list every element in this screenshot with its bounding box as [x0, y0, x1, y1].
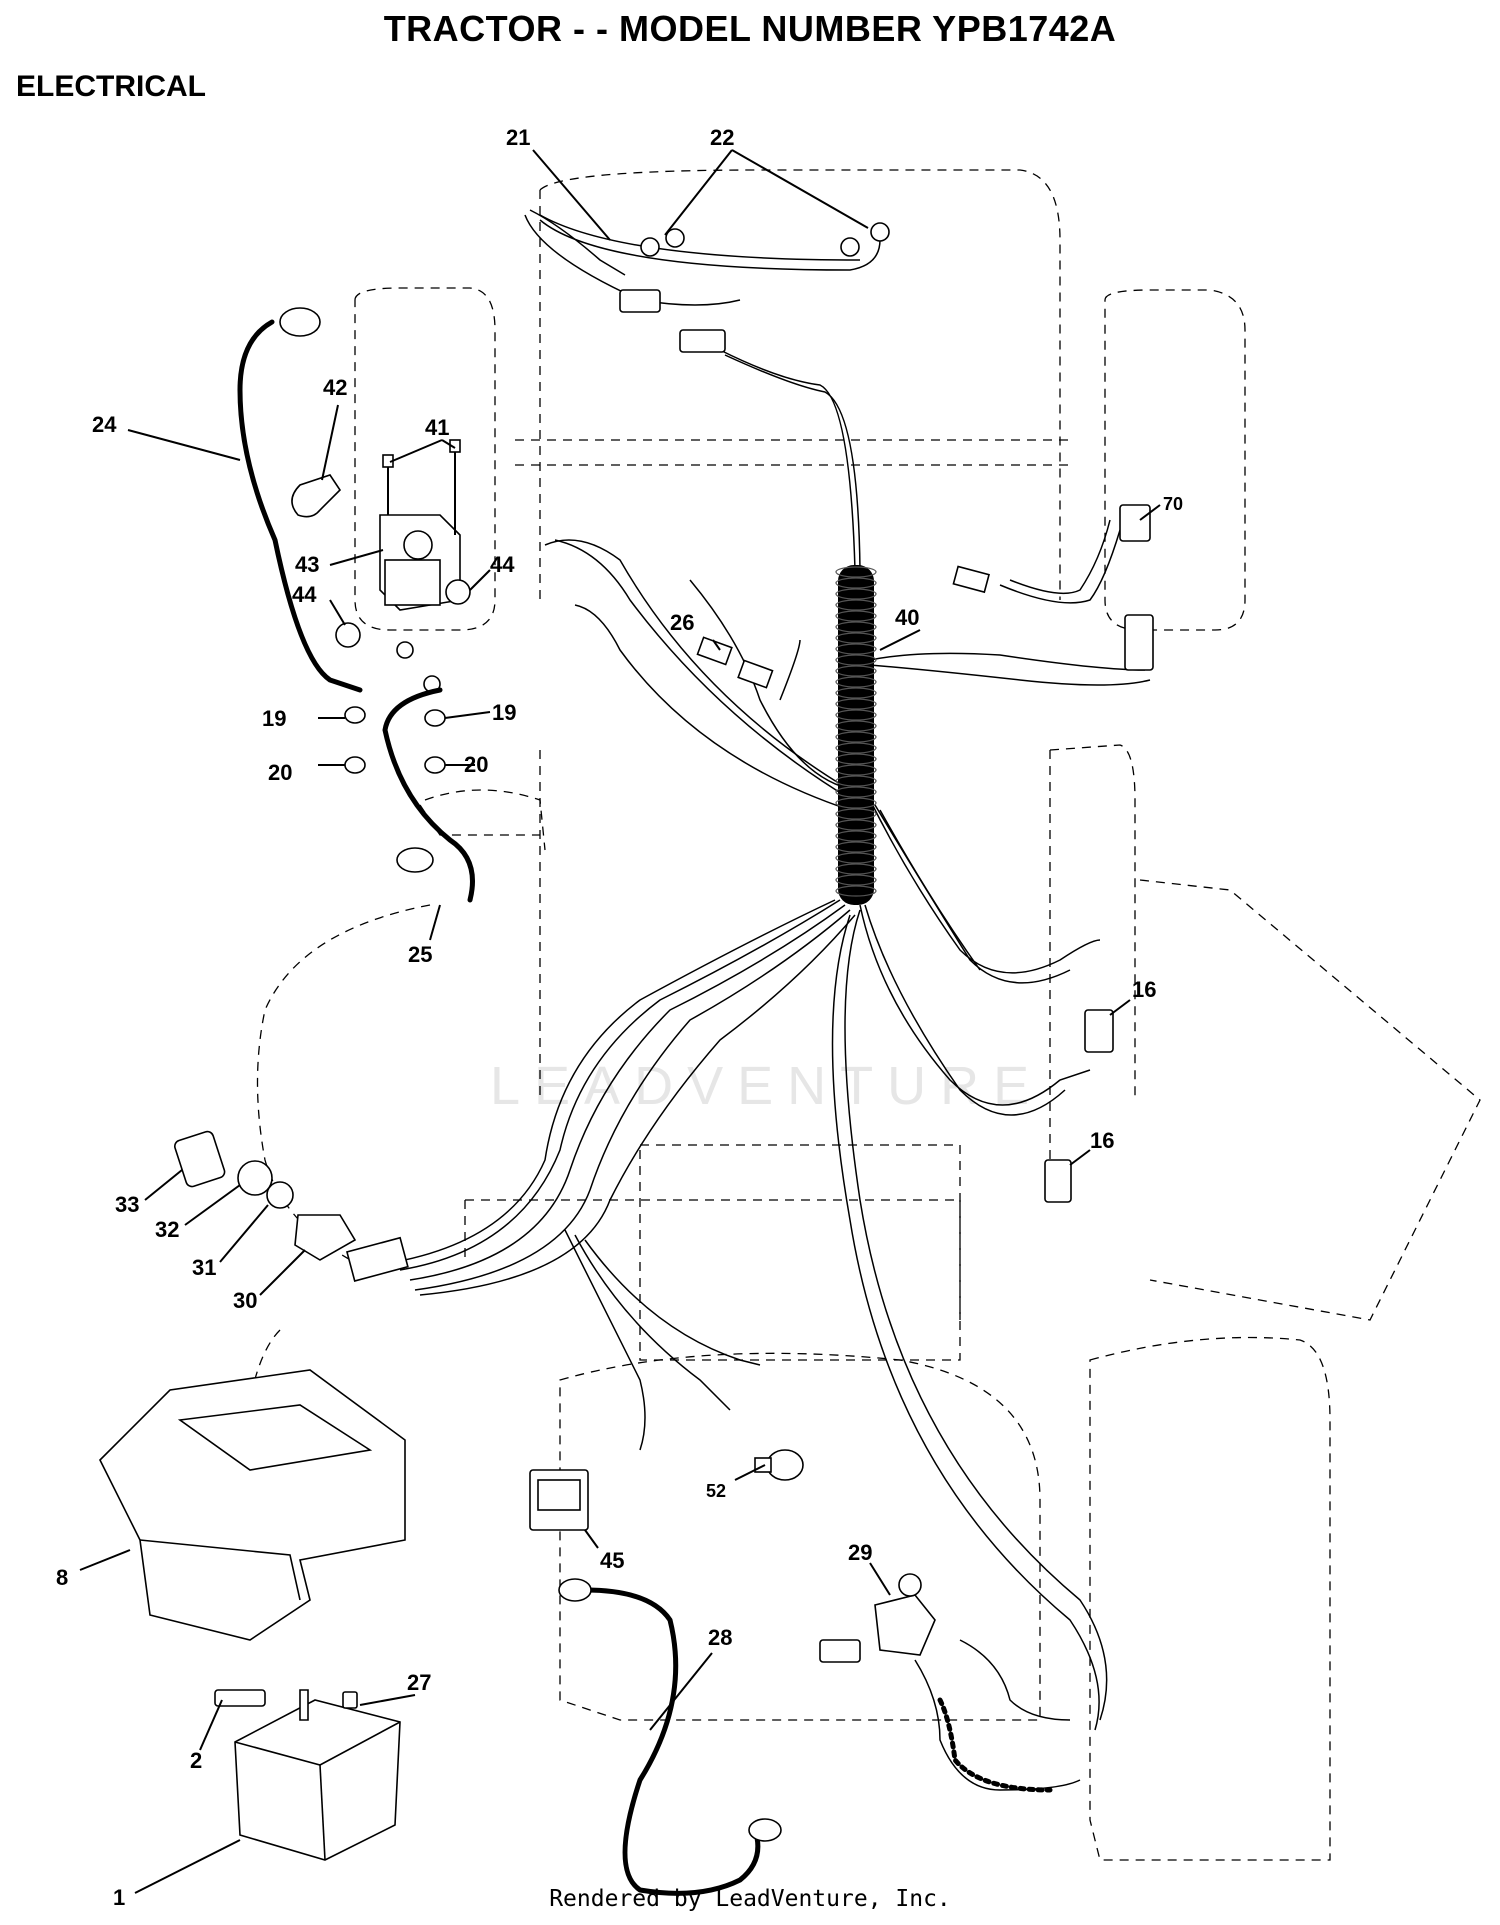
callout-45: 45: [600, 1548, 624, 1573]
battery: [214, 1689, 401, 1861]
callout-26: 26: [670, 610, 694, 635]
callout-20-right: 20: [464, 752, 488, 777]
callout-1: 1: [113, 1885, 125, 1910]
callout-27: 27: [407, 1670, 431, 1695]
spiral-ring: [835, 731, 877, 743]
callout-42: 42: [323, 375, 347, 400]
callout-20-left: 20: [268, 760, 292, 785]
callout-25: 25: [408, 942, 432, 967]
spiral-ring: [835, 775, 877, 787]
callout-21: 21: [506, 125, 530, 150]
spiral-ring: [835, 819, 877, 831]
headlight-harness: [619, 222, 890, 353]
seat-switch: [819, 1573, 1081, 1793]
spiral-ring: [835, 709, 877, 721]
harness-spiral-wrap: [835, 565, 877, 905]
spiral-ring: [835, 676, 877, 688]
callout-16-lower: 16: [1090, 1128, 1114, 1153]
ignition-switch: [174, 1130, 409, 1282]
lamp-bulb: [754, 1449, 804, 1481]
callout-41: 41: [425, 415, 449, 440]
spiral-ring: [835, 764, 877, 776]
starter-solenoid: [291, 439, 471, 774]
callout-19-left: 19: [262, 706, 286, 731]
callout-24: 24: [92, 412, 117, 437]
spiral-ring: [835, 797, 877, 809]
spiral-ring: [835, 863, 877, 875]
callout-28: 28: [708, 1625, 732, 1650]
spiral-ring: [835, 720, 877, 732]
spiral-ring: [835, 588, 877, 600]
callout-leaders: [79, 149, 1161, 1894]
callout-31: 31: [192, 1255, 216, 1280]
footer-credit: Rendered by LeadVenture, Inc.: [549, 1886, 951, 1912]
callout-22: 22: [710, 125, 734, 150]
spiral-ring: [835, 632, 877, 644]
spiral-ring: [835, 885, 877, 897]
spiral-ring: [835, 610, 877, 622]
callout-43: 43: [295, 552, 319, 577]
spiral-ring: [835, 566, 877, 578]
callout-30: 30: [233, 1288, 257, 1313]
spiral-ring: [835, 786, 877, 798]
battery-cables: [237, 307, 782, 1896]
callout-33: 33: [115, 1192, 139, 1217]
callout-40: 40: [895, 605, 919, 630]
section-heading: ELECTRICAL: [16, 70, 206, 103]
callout-labels: 21 22 24 42 41 43 44 44 19 19 20 20 25 2…: [56, 125, 1183, 1910]
callout-70: 70: [1163, 494, 1183, 514]
spiral-ring: [835, 654, 877, 666]
spiral-ring: [835, 643, 877, 655]
spiral-ring: [835, 808, 877, 820]
connectors: [696, 504, 1154, 1203]
callout-32: 32: [155, 1217, 179, 1242]
spiral-ring: [835, 698, 877, 710]
spiral-ring: [835, 742, 877, 754]
callout-44-right: 44: [490, 552, 515, 577]
callout-44-left: 44: [292, 582, 317, 607]
spiral-ring: [835, 841, 877, 853]
callout-8: 8: [56, 1565, 68, 1590]
spiral-ring: [835, 830, 877, 842]
spiral-ring: [835, 599, 877, 611]
callout-2: 2: [190, 1748, 202, 1773]
spiral-ring: [835, 852, 877, 864]
spiral-ring: [835, 687, 877, 699]
page-title: TRACTOR - - MODEL NUMBER YPB1742A: [383, 8, 1117, 49]
spiral-ring: [835, 874, 877, 886]
wiring-harness: [394, 209, 1151, 1731]
spiral-ring: [835, 753, 877, 765]
spiral-ring: [835, 665, 877, 677]
spiral-ring: [835, 577, 877, 589]
callout-52: 52: [706, 1481, 726, 1501]
callout-29: 29: [848, 1540, 872, 1565]
watermark: LEADVENTURE: [490, 1056, 1044, 1116]
callout-16-upper: 16: [1132, 977, 1156, 1002]
callout-19-right: 19: [492, 700, 516, 725]
ammeter: [529, 1469, 589, 1531]
battery-box: [99, 1369, 406, 1641]
spiral-ring: [835, 621, 877, 633]
